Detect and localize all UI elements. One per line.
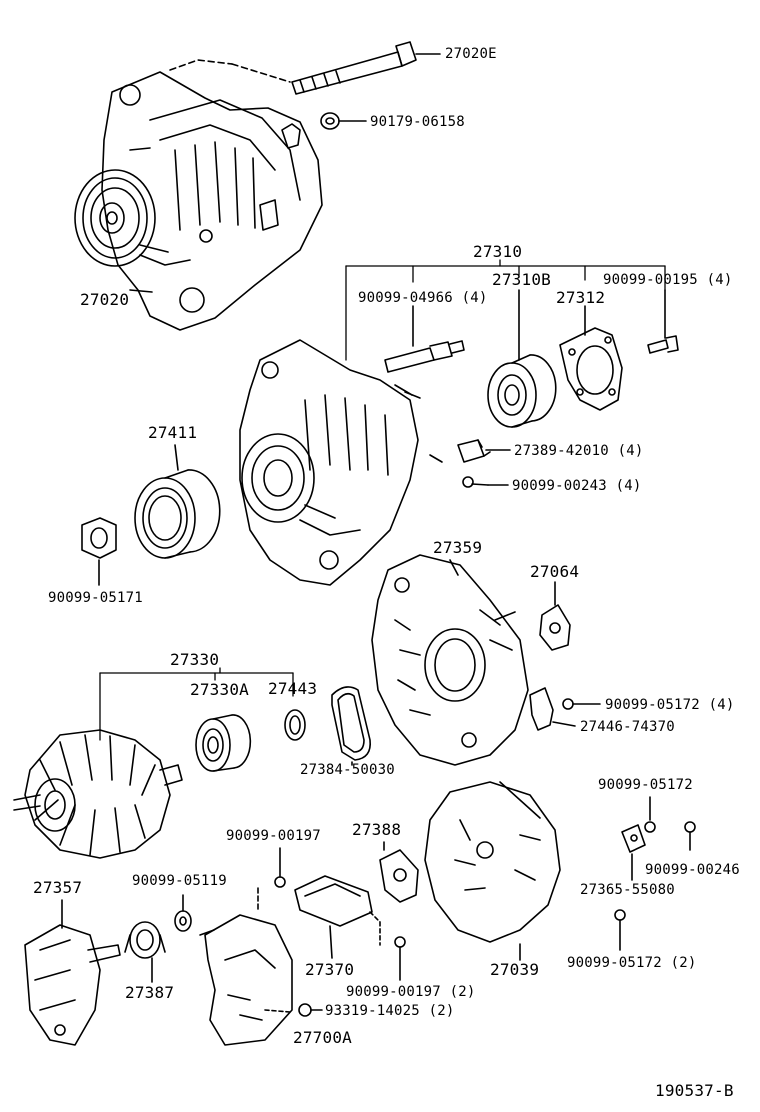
label-90099-05172: 90099-05172 [598,777,693,793]
label-27330A: 27330A [190,680,249,699]
rotor-drawing [13,729,183,859]
label-90099-00197: 90099-00197 [226,828,321,844]
nut-05172-2-drawing [614,909,626,951]
retainer-plate-drawing [559,305,623,411]
label-27387: 27387 [125,983,175,1002]
label-27365-55080: 27365-55080 [580,882,675,898]
label-27064: 27064 [530,562,580,581]
label-93319-14025: 93319-14025 [325,1003,420,1019]
pulley-nut-drawing [81,517,117,586]
plate-27365-drawing [621,824,646,881]
regulator-drawing [199,914,293,1046]
brush-holder-27370-drawing [294,875,381,959]
screw-00197-2-drawing [394,936,406,981]
label-27310: 27310 [473,242,523,261]
washer-27443-drawing [284,709,306,741]
drive-end-frame-drawing [239,339,443,586]
nut-05172-drawing [644,796,656,833]
label-90099-00243: 90099-00243 [512,478,607,494]
label-27039: 27039 [490,960,540,979]
label-27020: 27020 [80,290,130,309]
screw-00195-drawing [647,289,679,354]
terminal-27446-drawing [529,687,576,731]
diagram-id: 190537-B [655,1081,734,1100]
bearing-27310B-drawing [487,289,557,428]
label-27384-50030: 27384-50030 [300,762,395,778]
label-27446-74370: 27446-74370 [580,719,675,735]
gasket-drawing [331,686,372,766]
label-90099-00195: 90099-00195 [603,272,698,288]
bolt-05172-4-drawing [562,698,601,710]
washer-93319-drawing [298,1003,323,1017]
screw-00243-drawing [462,476,509,488]
terminal-nut-drawing [320,112,367,130]
stud-bolt-drawing [384,305,465,373]
rear-cover-drawing [424,781,561,961]
through-bolt-drawing [231,41,441,95]
label-90099-05171: 90099-05171 [48,590,143,606]
alternator-assembly-drawing [74,59,323,331]
rectifier-holder-drawing [24,899,121,1046]
label-27020E: 27020E [445,46,497,62]
label-27330: 27330 [170,650,220,669]
label-27357: 27357 [33,878,83,897]
label-90099-05172-2: 90099-05172 [567,955,662,971]
label-27411: 27411 [148,423,198,442]
bushing-27387-drawing [124,921,166,983]
label-27443: 27443 [268,679,318,698]
label-27310B: 27310B [492,270,551,289]
terminal-cover-drawing [539,581,571,651]
assembly-bracket-27330 [99,667,294,741]
label-90099-00197-2: 90099-00197 [346,984,441,1000]
bearing-27330A-drawing [195,714,252,772]
terminal-insulator-drawing [457,439,511,463]
label-27388: 27388 [352,820,402,839]
label-90099-05119: 90099-05119 [132,873,227,889]
rectifier-end-frame-drawing [371,554,529,766]
label-27700A: 27700A [293,1028,352,1047]
label-27312: 27312 [556,288,606,307]
brush-holder-27388-drawing [379,841,419,903]
label-90099-00246: 90099-00246 [645,862,740,878]
nut-05119-drawing [174,894,192,932]
screw-00197-drawing [257,847,286,913]
label-90099-05172-4: 90099-05172 [605,697,700,713]
label-27370: 27370 [305,960,355,979]
pulley-drawing [134,444,221,559]
label-27359: 27359 [433,538,483,557]
assembly-bracket-27310 [345,259,666,361]
label-27389-42010: 27389-42010 [514,443,609,459]
label-90099-04966: 90099-04966 [358,290,453,306]
label-90179-06158: 90179-06158 [370,114,465,130]
bolt-00246-drawing [684,821,696,851]
